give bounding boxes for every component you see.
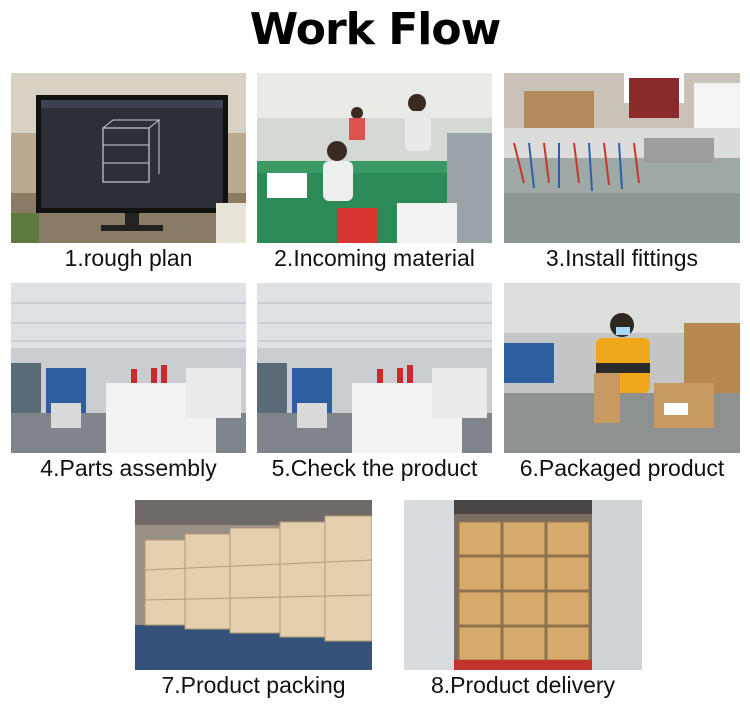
step-product-packing: 7.Product packing: [135, 500, 372, 698]
step-caption: 4.Parts assembly: [40, 455, 217, 481]
step-product-delivery: 8.Product delivery: [404, 500, 642, 698]
step-caption: 2.Incoming material: [274, 245, 475, 271]
page-title: Work Flow: [249, 4, 502, 55]
step-caption: 8.Product delivery: [430, 672, 616, 698]
step-incoming-material: 2.Incoming material: [257, 73, 492, 271]
step-caption: 6.Packaged product: [519, 455, 725, 481]
packaged-product-photo: [504, 283, 740, 453]
step-rough-plan: 1.rough plan: [11, 73, 246, 271]
step-packaged-product: 6.Packaged product: [504, 283, 740, 481]
product-packing-photo: [135, 500, 372, 670]
parts-assembly-photo: [11, 283, 246, 453]
step-caption: 5.Check the product: [271, 455, 478, 481]
install-fittings-photo: [504, 73, 740, 243]
step-caption: 7.Product packing: [161, 672, 346, 698]
step-parts-assembly: 4.Parts assembly: [11, 283, 246, 481]
step-caption: 1.rough plan: [64, 245, 193, 271]
step-check-product: 5.Check the product: [257, 283, 492, 481]
step-install-fittings: 3.Install fittings: [504, 73, 740, 271]
step-caption: 3.Install fittings: [545, 245, 699, 271]
incoming-material-photo: [257, 73, 492, 243]
rough-plan-photo: [11, 73, 246, 243]
product-delivery-photo: [404, 500, 642, 670]
check-product-photo: [257, 283, 492, 453]
